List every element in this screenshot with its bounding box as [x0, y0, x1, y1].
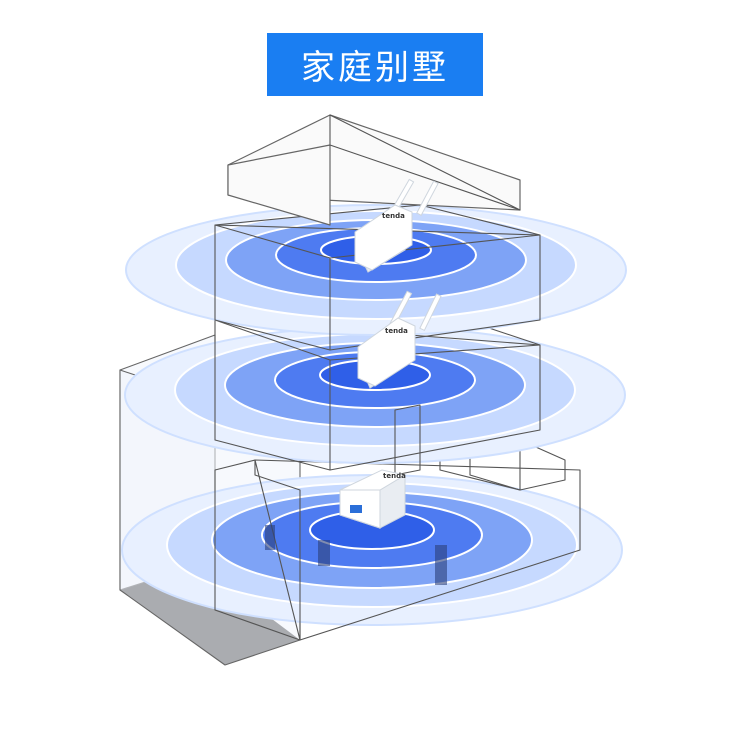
ground-floor: [121, 439, 623, 641]
signal-rings-floor-1: [121, 474, 623, 626]
device-brand-label: tenda: [383, 472, 406, 480]
title-banner: 家庭别墅: [267, 33, 483, 96]
page-title: 家庭别墅: [301, 48, 449, 88]
powerline-adapter: tenda: [339, 469, 407, 529]
wifi-extender-top: tenda: [354, 178, 439, 273]
roof: [227, 114, 521, 226]
device-brand-label: tenda: [382, 212, 405, 220]
device-brand-label: tenda: [385, 327, 408, 335]
wifi-extender-middle: tenda: [357, 290, 442, 389]
